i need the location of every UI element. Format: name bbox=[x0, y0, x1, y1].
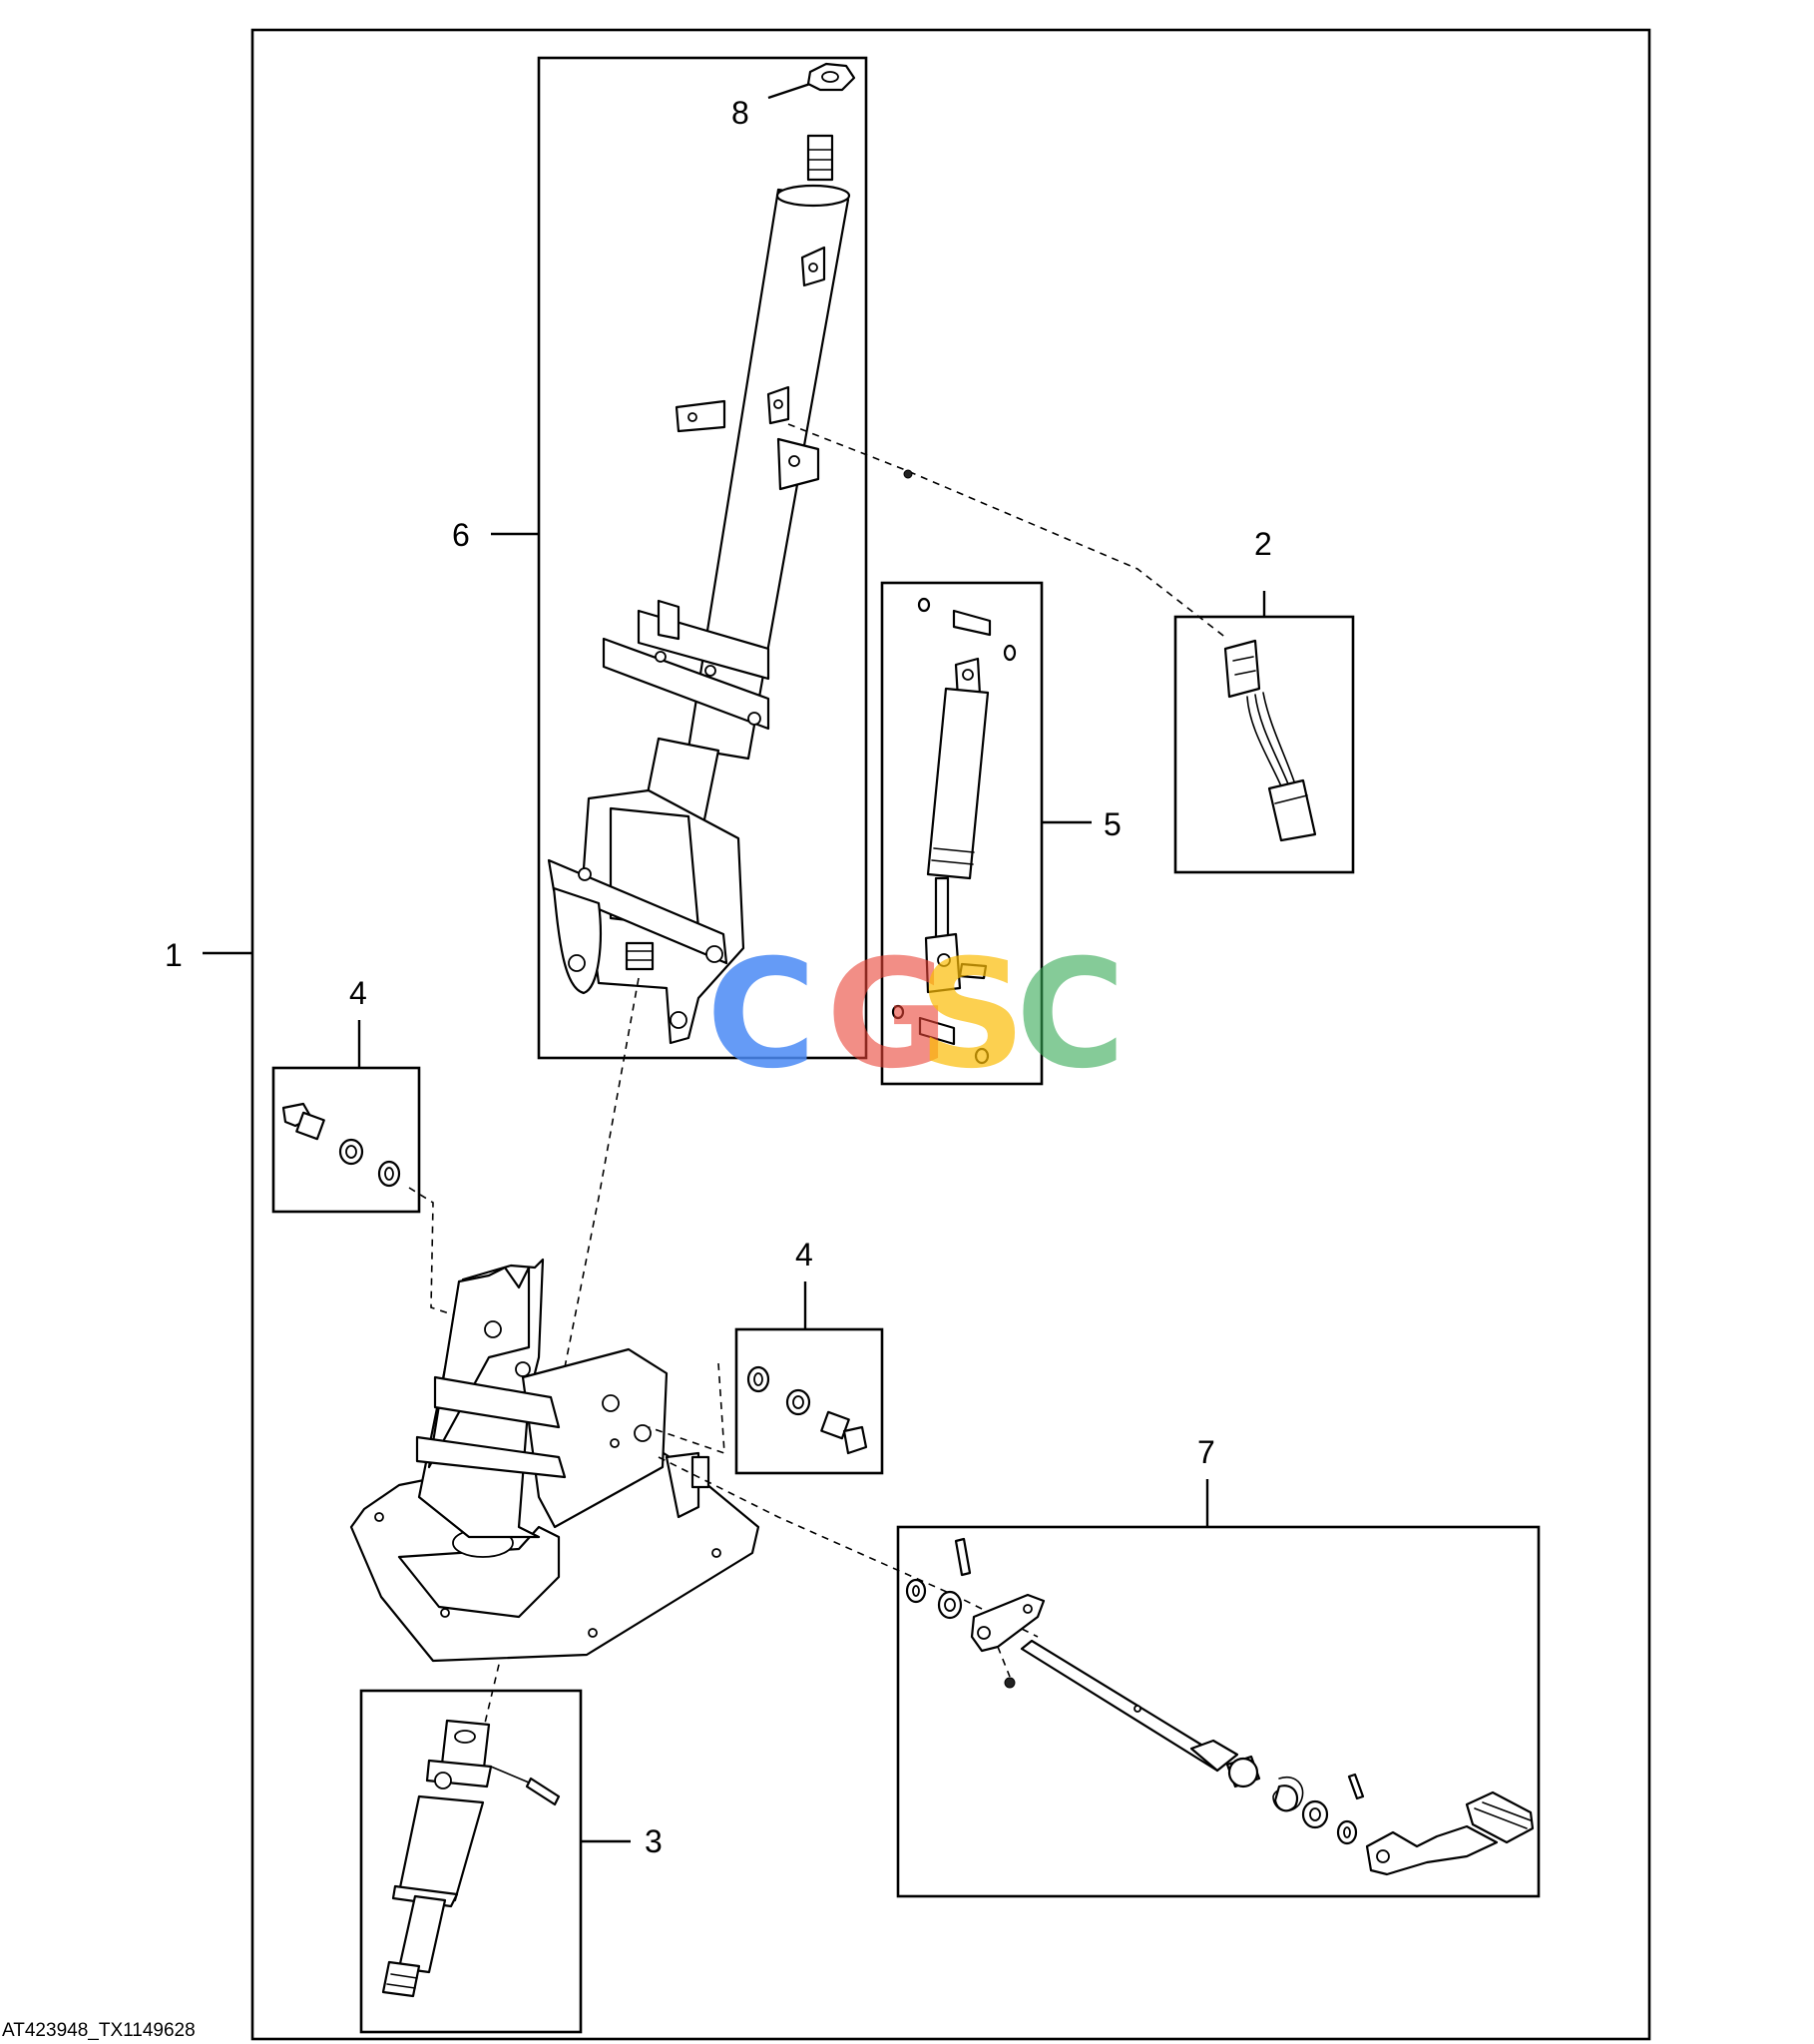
callout-6: 6 bbox=[452, 517, 470, 553]
gas-strut-box bbox=[880, 581, 1044, 1086]
svg-text:S: S bbox=[918, 928, 1026, 1102]
steering-column-box bbox=[537, 56, 868, 1060]
bolt-washer-set-right bbox=[746, 1365, 868, 1455]
connector-line-harness bbox=[787, 423, 1228, 640]
callout-4-right: 4 bbox=[795, 1237, 813, 1273]
callout-8: 8 bbox=[731, 95, 749, 131]
watermark: C G S C bbox=[706, 928, 1126, 1102]
callout-7: 7 bbox=[1197, 1434, 1215, 1470]
svg-text:C: C bbox=[706, 928, 816, 1102]
u-joint-box bbox=[359, 1689, 583, 2034]
svg-text:C: C bbox=[1016, 928, 1126, 1102]
reference-id: AT423948_TX1149628 bbox=[2, 2020, 196, 2041]
pedal-box bbox=[896, 1525, 1541, 1898]
callout-4-left: 4 bbox=[349, 975, 367, 1011]
bolt-washer-set-left bbox=[281, 1102, 401, 1188]
callout-2: 2 bbox=[1254, 526, 1272, 562]
callout-5: 5 bbox=[1104, 806, 1122, 842]
svg-text:G: G bbox=[826, 928, 949, 1102]
callout-1: 1 bbox=[165, 937, 183, 973]
steering-support-part bbox=[349, 1258, 760, 1663]
u-joint-part bbox=[381, 1719, 561, 1998]
connector-line-left-hardware bbox=[408, 1187, 468, 1320]
connector-line-pedal bbox=[658, 1456, 1039, 1638]
gas-strut-part bbox=[891, 597, 1017, 1065]
wiring-harness-part bbox=[1223, 639, 1317, 842]
pedal-assembly-part bbox=[905, 1537, 1535, 1876]
steering-column-part bbox=[547, 134, 851, 1045]
hardware-box-left bbox=[271, 1066, 421, 1214]
assembly-frame bbox=[250, 28, 1651, 2041]
hardware-box-right bbox=[734, 1327, 884, 1475]
nut-part bbox=[806, 62, 856, 92]
plug-dot bbox=[903, 469, 913, 479]
callout-3: 3 bbox=[645, 1823, 663, 1859]
connector-line-right-hardware bbox=[648, 1362, 725, 1455]
harness-box bbox=[1173, 615, 1355, 874]
